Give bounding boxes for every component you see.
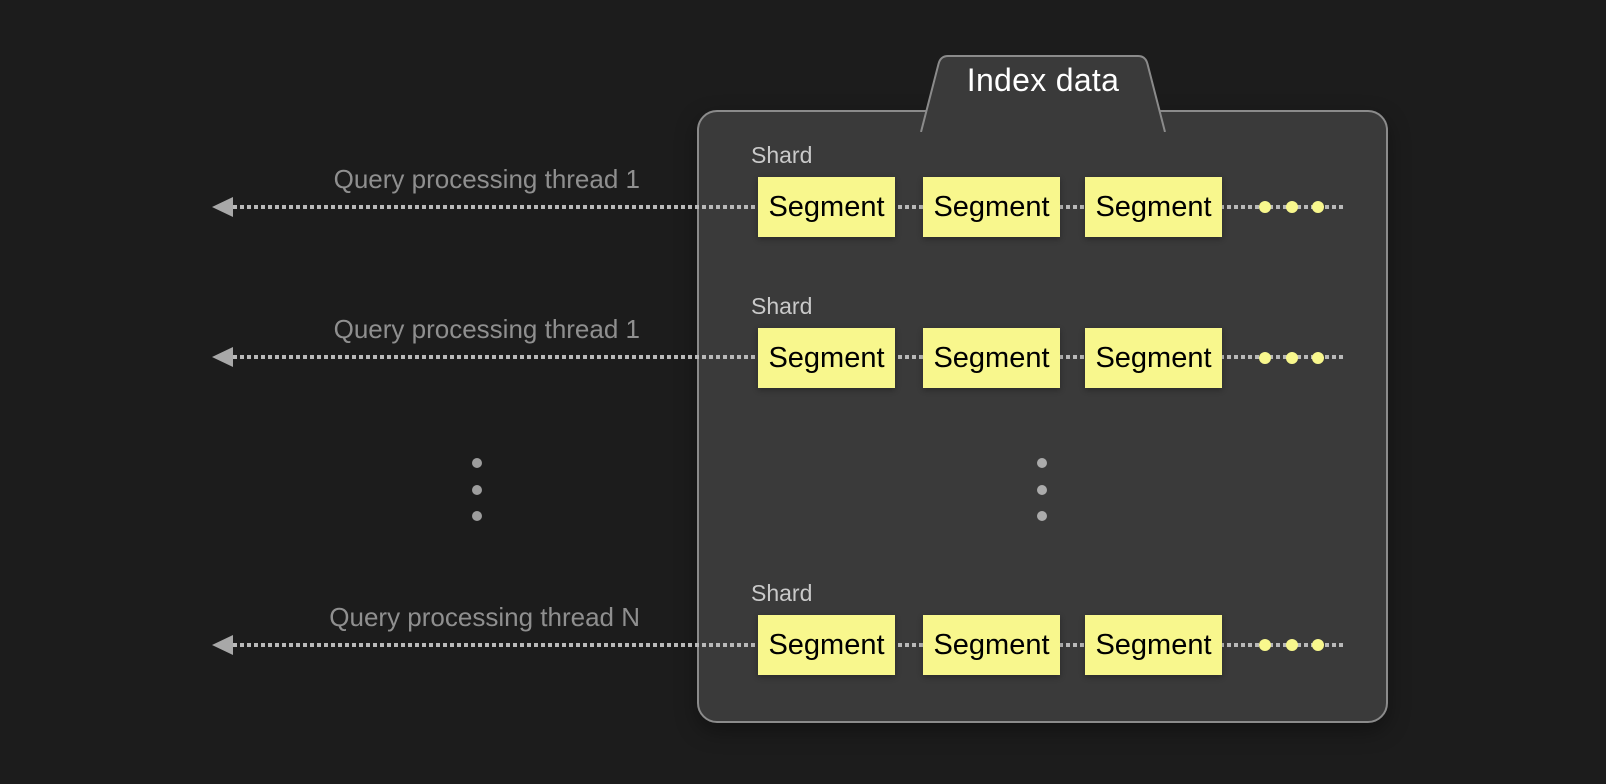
segment-box: Segment — [758, 615, 895, 675]
more-threads-ellipsis-dot-icon — [472, 485, 482, 495]
shard-label: Shard — [751, 580, 813, 606]
segment-ellipsis-dot-icon — [1259, 201, 1271, 213]
left-arrowhead-icon — [212, 635, 233, 655]
segment-ellipsis-dot-icon — [1286, 201, 1298, 213]
more-shards-ellipsis-dot-icon — [1037, 485, 1047, 495]
more-shards-ellipsis-dot-icon — [1037, 511, 1047, 521]
segment-box: Segment — [1085, 177, 1222, 237]
more-shards-ellipsis-dot-icon — [1037, 458, 1047, 468]
segment-ellipsis-dot-icon — [1259, 639, 1271, 651]
shard-label: Shard — [751, 293, 813, 319]
segment-ellipsis-dot-icon — [1312, 201, 1324, 213]
segment-box: Segment — [923, 328, 1060, 388]
segment-ellipsis-dot-icon — [1259, 352, 1271, 364]
segment-box: Segment — [758, 328, 895, 388]
segment-ellipsis-dot-icon — [1286, 352, 1298, 364]
more-threads-ellipsis-dot-icon — [472, 511, 482, 521]
segment-ellipsis-dot-icon — [1286, 639, 1298, 651]
segment-box: Segment — [758, 177, 895, 237]
segment-ellipsis-dot-icon — [1312, 352, 1324, 364]
segment-box: Segment — [1085, 328, 1222, 388]
thread-label: Query processing thread 1 — [333, 314, 640, 344]
thread-label: Query processing thread 1 — [333, 164, 640, 194]
more-threads-ellipsis-dot-icon — [472, 458, 482, 468]
segment-box: Segment — [923, 615, 1060, 675]
segment-ellipsis-dot-icon — [1312, 639, 1324, 651]
index-data-tab-shape — [920, 55, 1166, 132]
segment-box: Segment — [923, 177, 1060, 237]
shard-label: Shard — [751, 142, 813, 168]
thread-label: Query processing thread N — [329, 602, 640, 632]
diagram-title: Index data — [966, 62, 1120, 98]
left-arrowhead-icon — [212, 197, 233, 217]
segment-box: Segment — [1085, 615, 1222, 675]
left-arrowhead-icon — [212, 347, 233, 367]
